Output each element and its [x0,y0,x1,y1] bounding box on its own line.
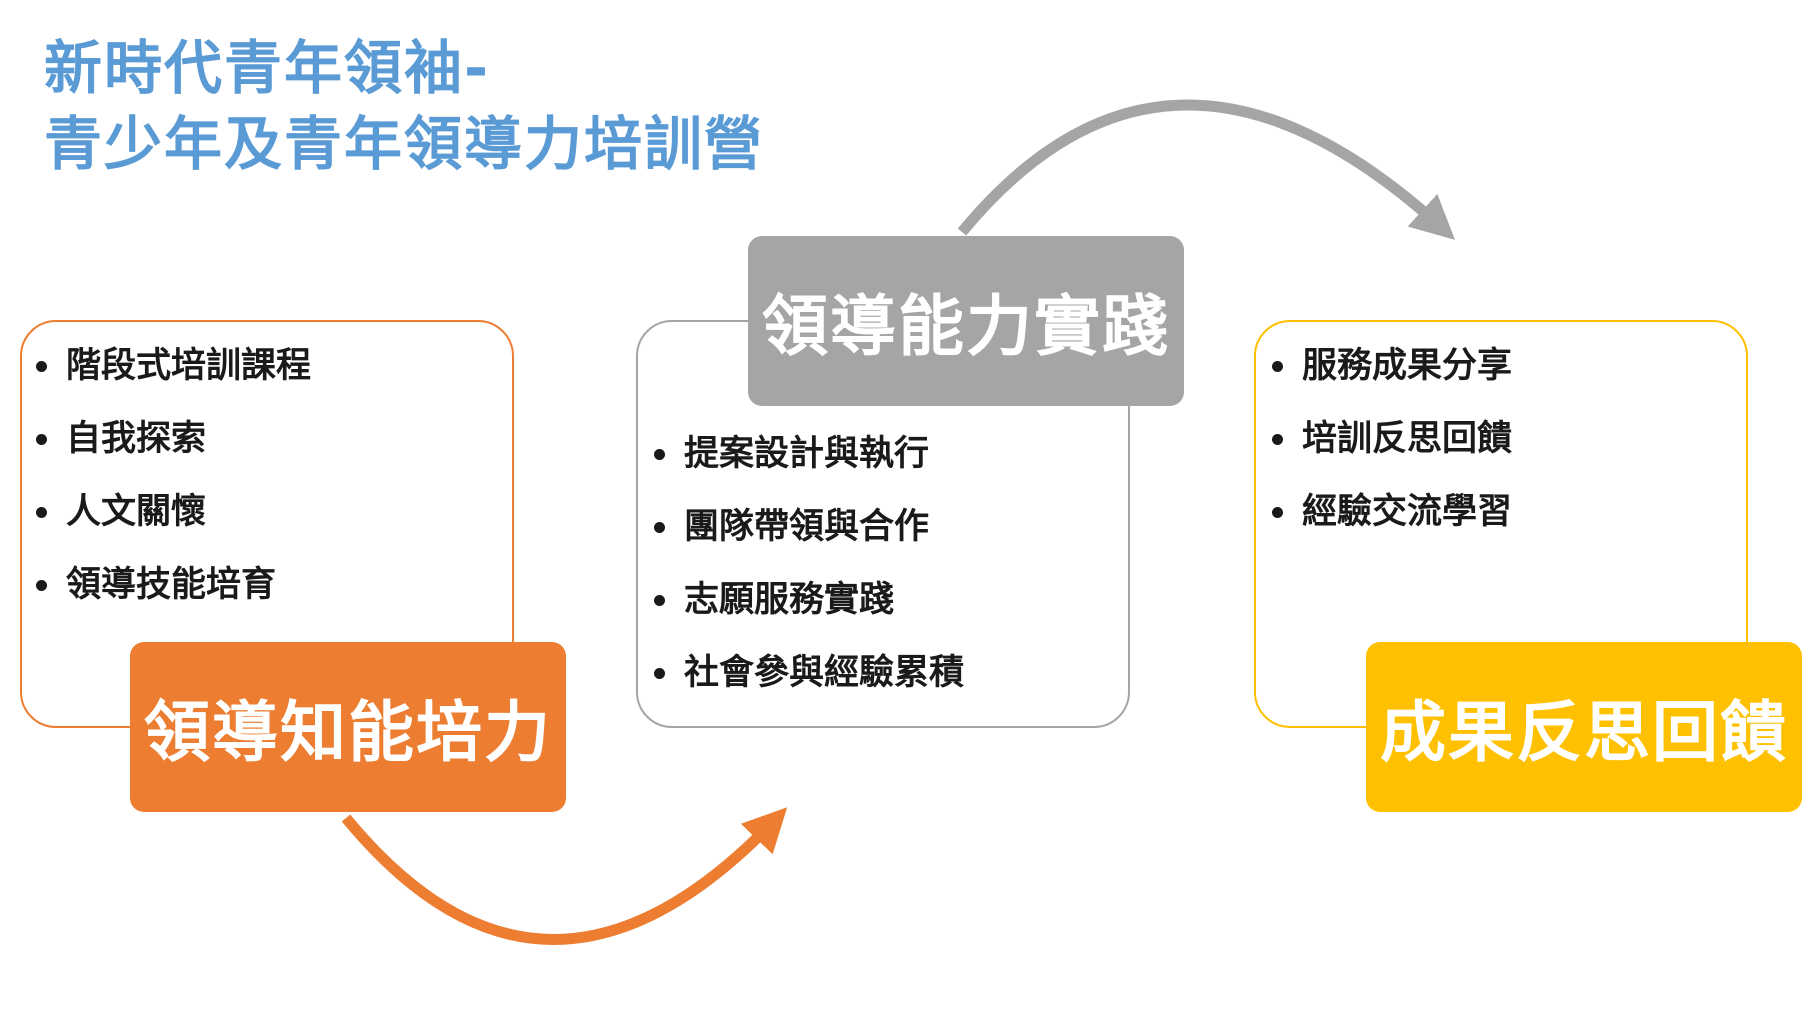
arrow-stage2-to-stage3 [957,99,1456,240]
stage1-label: 領導知能培力 [144,694,552,771]
bullet-icon [654,595,665,606]
list-item: 經驗交流學習 [1272,476,1512,549]
list-item: 培訓反思回饋 [1272,403,1512,476]
list-item: 階段式培訓課程 [36,330,311,403]
title-line-1: 新時代青年領袖- [44,34,491,102]
stage3-label-box: 成果反思回饋 [1366,642,1802,812]
bullet-icon [36,580,47,591]
stage3-label: 成果反思回饋 [1380,694,1788,771]
stage2-label-box: 領導能力實踐 [748,236,1184,406]
arrow-stage1-to-stage2 [341,807,788,945]
list-item: 社會參與經驗累積 [654,637,964,710]
bullet-icon [1272,507,1283,518]
bullet-icon [1272,434,1283,445]
title-line-2: 青少年及青年領導力培訓營 [44,110,765,178]
bullet-icon [654,668,665,679]
stage3-bullet-list: 服務成果分享 培訓反思回饋 經驗交流學習 [1272,330,1512,549]
bullet-icon [36,434,47,445]
list-item: 領導技能培育 [36,549,311,622]
bullet-icon [36,361,47,372]
stage1-bullet-list: 階段式培訓課程 自我探索 人文關懷 領導技能培育 [36,330,311,622]
list-item: 團隊帶領與合作 [654,491,964,564]
list-item: 提案設計與執行 [654,418,964,491]
list-item: 自我探索 [36,403,311,476]
list-item: 服務成果分享 [1272,330,1512,403]
bullet-icon [654,449,665,460]
bullet-icon [654,522,665,533]
bullet-icon [1272,361,1283,372]
bullet-icon [36,507,47,518]
stage1-label-box: 領導知能培力 [130,642,566,812]
page-title: 新時代青年領袖- 青少年及青年領導力培訓營 [44,30,764,182]
list-item: 志願服務實踐 [654,564,964,637]
list-item: 人文關懷 [36,476,311,549]
stage2-bullet-list: 提案設計與執行 團隊帶領與合作 志願服務實踐 社會參與經驗累積 [654,418,964,710]
stage2-label: 領導能力實踐 [762,288,1170,365]
